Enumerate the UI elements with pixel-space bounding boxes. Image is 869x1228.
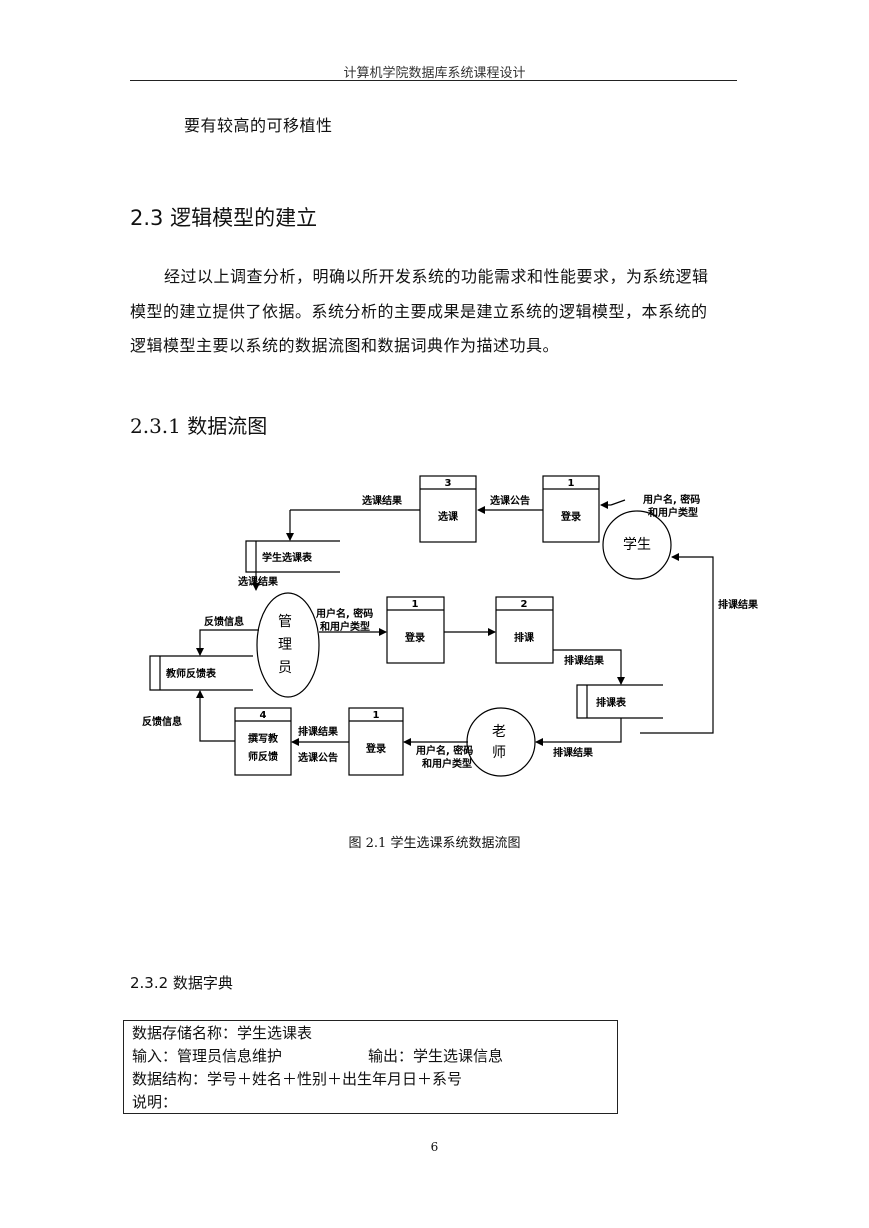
process-num: 3 [445, 478, 452, 489]
header-rule [130, 80, 737, 81]
flow-label: 排课结果 [718, 598, 759, 611]
dict-output: 输出：学生选课信息 [368, 1047, 504, 1065]
flow-label: 用户名, 密码 [415, 744, 473, 757]
flow-label: 选课公告 [298, 751, 338, 764]
process-name: 撰写教 [248, 732, 279, 745]
flow-label: 选课结果 [362, 494, 403, 507]
entity-label-admin: 员 [278, 660, 292, 676]
flow-label: 反馈信息 [204, 615, 244, 628]
paragraph-line-3: 逻辑模型主要以系统的数据流图和数据词典作为描述功具。 [130, 336, 560, 355]
dict-structure: 数据结构：学号＋姓名＋性别＋出生年月日＋系号 [132, 1070, 463, 1088]
flow-label: 排课结果 [564, 654, 605, 667]
flow-label: 用户名, 密码 [315, 607, 373, 620]
page-number: 6 [430, 1140, 439, 1154]
flow-label: 和用户类型 [319, 620, 370, 633]
paragraph-line-1: 经过以上调查分析，明确以所开发系统的功能需求和性能要求，为系统逻辑 [164, 267, 709, 286]
figure-caption: 图 2.1 学生选课系统数据流图 [348, 836, 521, 851]
subsection-heading-dfd: 2.3.1 数据流图 [130, 414, 268, 438]
store-label: 排课表 [596, 696, 627, 709]
entity-student [602, 510, 672, 580]
flow-label: 和用户类型 [647, 506, 698, 519]
process-num: 4 [260, 710, 267, 721]
dict-input: 输入：管理员信息维护 [132, 1047, 283, 1065]
subsection-heading-dictionary: 2.3.2 数据字典 [130, 974, 233, 992]
process-name: 登录 [404, 631, 425, 644]
dict-note: 说明： [132, 1093, 178, 1111]
data-flow-diagram: 3 选课 1 登录 1 登录 2 排课 4 撰写教 师反馈 1 登录 学生 管 … [142, 475, 759, 777]
entity-label-admin: 理 [278, 637, 292, 653]
store-schedule [576, 684, 663, 719]
data-dictionary-box: 数据存储名称：学生选课表 输入：管理员信息维护 输出：学生选课信息 数据结构：学… [123, 1020, 618, 1114]
entity-label-teacher: 师 [492, 745, 506, 761]
process-num: 1 [412, 599, 419, 610]
process-name: 师反馈 [248, 750, 278, 763]
process-box-2-schedule [495, 596, 554, 664]
flow-label: 排课结果 [298, 725, 339, 738]
process-num: 2 [521, 599, 528, 610]
dict-store-name: 数据存储名称：学生选课表 [132, 1024, 313, 1042]
process-box-3-select [419, 475, 477, 543]
process-num: 1 [568, 478, 575, 489]
process-box-1-login-student [542, 475, 600, 543]
store-student-course [245, 540, 340, 573]
process-name: 登录 [560, 510, 581, 523]
entity-label-admin: 管 [278, 614, 292, 630]
process-box-1-login-admin [386, 596, 445, 664]
process-name: 选课 [438, 510, 459, 523]
flow-label: 排课结果 [553, 746, 594, 759]
entity-teacher [466, 707, 536, 777]
store-label: 学生选课表 [262, 551, 313, 564]
paragraph-line-2: 模型的建立提供了依据。系统分析的主要成果是建立系统的逻辑模型，本系统的 [130, 302, 708, 321]
section-heading: 2.3 逻辑模型的建立 [130, 206, 318, 230]
flow-label: 选课公告 [490, 494, 530, 507]
store-label: 教师反馈表 [165, 667, 217, 680]
flow-label: 选课结果 [238, 575, 279, 588]
entity-label-teacher: 老 [492, 724, 506, 740]
flow-label: 和用户类型 [421, 757, 472, 770]
process-name: 排课 [514, 631, 535, 644]
intro-line: 要有较高的可移植性 [184, 116, 333, 135]
flow-label: 反馈信息 [142, 715, 182, 728]
entity-admin [256, 592, 320, 698]
flow-label: 用户名, 密码 [642, 493, 700, 506]
process-name: 登录 [365, 742, 386, 755]
process-num: 1 [373, 710, 380, 721]
running-header: 计算机学院数据库系统课程设计 [343, 66, 526, 81]
entity-label-student: 学生 [623, 537, 651, 553]
